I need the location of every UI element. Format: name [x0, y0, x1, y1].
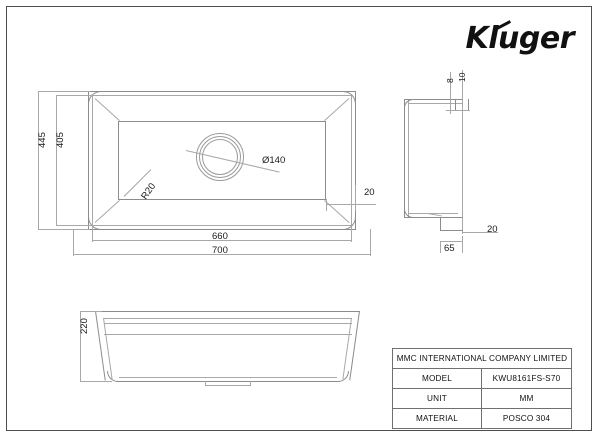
front-top-edge	[96, 311, 360, 312]
dim-8-ext	[450, 72, 451, 114]
dim-405-line	[56, 95, 57, 226]
side-foot-left	[440, 217, 441, 231]
front-drain-bottom	[205, 385, 251, 386]
title-block-row-material: MATERIAL POSCO 304	[393, 409, 571, 429]
top-rim-inner-right	[351, 95, 352, 226]
dim-rim20-ext-left	[326, 199, 327, 211]
top-corner-round-tl	[88, 91, 102, 105]
drain-circle-middle	[199, 136, 241, 178]
front-rim-line-1	[104, 318, 352, 319]
title-block-row-unit: UNIT MM	[393, 389, 571, 409]
dim-side-offset-label: 20	[487, 224, 498, 235]
top-bowl-floor-bottom	[118, 199, 326, 200]
unit-key: UNIT	[393, 389, 482, 408]
side-bottom-edge	[404, 217, 462, 218]
side-rim-outer-vert	[468, 99, 469, 111]
dim-rim20-ext-right	[355, 185, 356, 211]
side-top-edge-inner	[408, 103, 462, 104]
model-value: KWU8161FS-S70	[492, 374, 561, 383]
title-block-row-model: MODEL KWU8161FS-S70	[393, 369, 571, 389]
top-chamfer-tl	[94, 98, 120, 121]
top-rim-inner-top	[92, 95, 352, 96]
dim-700-ext-right	[370, 229, 371, 256]
front-drain-right	[250, 381, 251, 386]
unit-value: MM	[519, 394, 534, 403]
top-rim-inner-left	[92, 95, 93, 226]
dim-700-line	[73, 254, 371, 255]
dim-405-ext-bottom	[56, 225, 94, 226]
top-bowl-floor-top	[118, 121, 326, 122]
drain-diameter-label: Ø140	[262, 155, 286, 166]
dim-445-ext-bottom	[38, 229, 90, 230]
dim-inner-height-label: 405	[55, 132, 66, 148]
dim-front-height-label: 220	[79, 318, 90, 334]
material-value: POSCO 304	[502, 414, 551, 423]
drain-circle-outer	[196, 133, 244, 181]
dim-660-line	[92, 240, 352, 241]
dim-660-ext-right	[351, 226, 352, 242]
dim-side20-line	[462, 232, 498, 233]
top-outer-edge-right	[355, 91, 356, 230]
side-right-reference-line	[462, 84, 463, 234]
dim-base-width-label: 65	[444, 243, 455, 254]
dim-inner-width-label: 660	[212, 231, 228, 242]
dim-220-ext-top	[80, 311, 102, 312]
top-chamfer-tr	[324, 98, 350, 121]
dim-65-ext-left	[440, 241, 441, 253]
dim-rim-thickness-b-label: 10	[457, 72, 467, 82]
material-key: MATERIAL	[393, 409, 482, 428]
dim-outer-width-label: 700	[212, 245, 228, 256]
side-top-edge	[404, 99, 462, 100]
top-outer-edge-left	[88, 91, 89, 230]
dim-65-line	[440, 241, 463, 242]
front-bottom-edge	[117, 381, 339, 382]
dim-8-10-baseline	[446, 110, 470, 111]
top-chamfer-bl	[94, 200, 120, 223]
dim-405-ext-top	[56, 95, 94, 96]
dim-220-ext-bottom	[80, 381, 112, 382]
front-corner-br	[337, 371, 349, 382]
top-rim-inner-bottom	[92, 225, 352, 226]
dim-65-ext-right	[462, 236, 463, 253]
top-bowl-floor-left	[118, 121, 119, 200]
front-drain-left	[205, 381, 206, 386]
top-outer-edge-top	[88, 91, 356, 92]
company-name: MMC INTERNATIONAL COMPANY LIMITED	[396, 354, 568, 363]
side-foot-bottom	[440, 230, 463, 231]
dim-rim20-line	[326, 204, 376, 205]
drain-circle-inner	[202, 139, 238, 175]
logo-text: Kluger	[465, 21, 574, 56]
side-rim-step-vert	[455, 99, 456, 111]
front-water-line	[104, 334, 352, 335]
title-block-company-row: MMC INTERNATIONAL COMPANY LIMITED	[393, 349, 571, 369]
front-bottom-edge-inner	[119, 377, 337, 378]
top-bowl-floor-right	[325, 121, 326, 200]
dim-660-ext-left	[92, 226, 93, 242]
dim-445-line	[38, 91, 39, 230]
side-left-wall-inner	[408, 99, 409, 217]
top-outer-edge-bottom	[88, 229, 356, 230]
side-corner-tl	[404, 99, 414, 109]
kluger-logo: Kluger	[465, 20, 574, 56]
title-block: MMC INTERNATIONAL COMPANY LIMITED MODEL …	[392, 348, 572, 429]
front-rim-line-2	[104, 323, 352, 324]
dim-10-ext	[462, 70, 463, 114]
dim-outer-height-label: 445	[37, 132, 48, 148]
dim-rim-width-label: 20	[364, 187, 375, 198]
model-key: MODEL	[393, 369, 482, 388]
dim-445-ext-top	[38, 91, 90, 92]
dim-220-line	[80, 311, 81, 382]
dim-rim-thickness-a-label: 8	[445, 78, 455, 83]
side-left-wall	[404, 99, 405, 217]
dim-700-ext-left	[73, 229, 74, 256]
